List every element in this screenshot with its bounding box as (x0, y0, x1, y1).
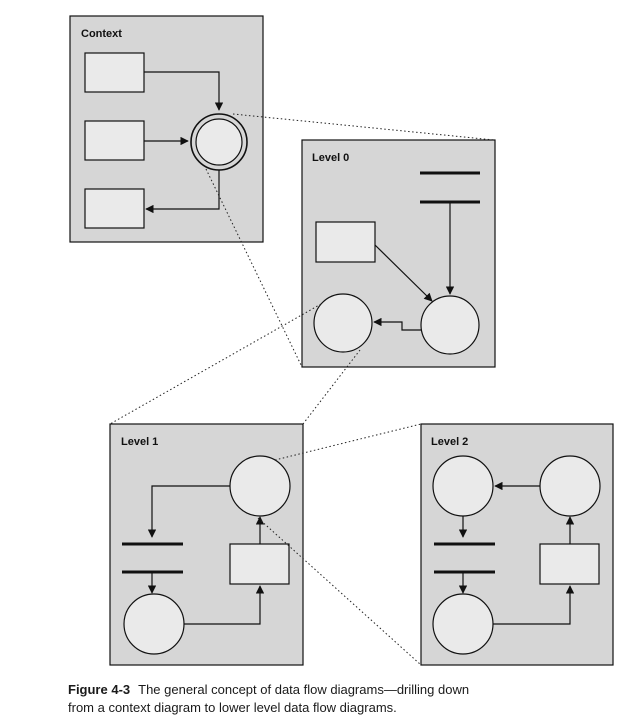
level2-process-top-left (432, 455, 494, 517)
drill-connector-context-to-level0-bottom (205, 168, 303, 368)
context-panel: Context (69, 15, 264, 243)
level0-panel: Level 0 (301, 139, 496, 368)
level0-panel-label: Level 0 (312, 152, 349, 164)
level2-panel: Level 2 (420, 423, 614, 666)
external-entity-3 (84, 188, 145, 229)
external-entity-2 (84, 120, 145, 161)
flow-entity1-to-process (144, 71, 224, 111)
context-panel-label: Context (81, 28, 122, 40)
drill-connector-context-to-level0-top (232, 113, 495, 141)
drill-connector-level1-to-level2-bottom (257, 517, 422, 666)
level1-external-entity (229, 543, 290, 585)
figure-number: Figure 4-3 (68, 682, 131, 697)
level0-process-left (313, 293, 373, 353)
level0-external-entity (315, 221, 376, 263)
level2-process-bottom (432, 593, 494, 655)
level1-panel: Level 1 (109, 423, 304, 666)
level0-process-right (420, 295, 480, 355)
flow-process-to-process (373, 317, 421, 331)
context-process (195, 118, 243, 166)
level2-process-top-right (539, 455, 601, 517)
caption-line-2: from a context diagram to lower level da… (68, 700, 397, 715)
caption-line-1: The general concept of data flow diagram… (138, 682, 470, 697)
flow-process-to-entity (184, 585, 265, 625)
level2-external-entity (539, 543, 600, 585)
flow-process-to-entity3 (145, 170, 220, 214)
drill-connector-level0-to-level1-top (109, 303, 322, 425)
flow-process-to-store (147, 485, 230, 538)
level1-process-top (229, 455, 291, 517)
drill-connector-level1-to-level2-top (274, 423, 422, 461)
level1-panel-label: Level 1 (121, 436, 158, 448)
external-entity-1 (84, 52, 145, 93)
figure-caption: Figure 4-3 The general concept of data fl… (68, 681, 608, 717)
level2-panel-label: Level 2 (431, 436, 468, 448)
level1-process-bottom (123, 593, 185, 655)
drill-down-connectors (109, 113, 495, 666)
flow-entity-to-process (374, 244, 433, 302)
flow-process-to-entity (493, 585, 575, 625)
